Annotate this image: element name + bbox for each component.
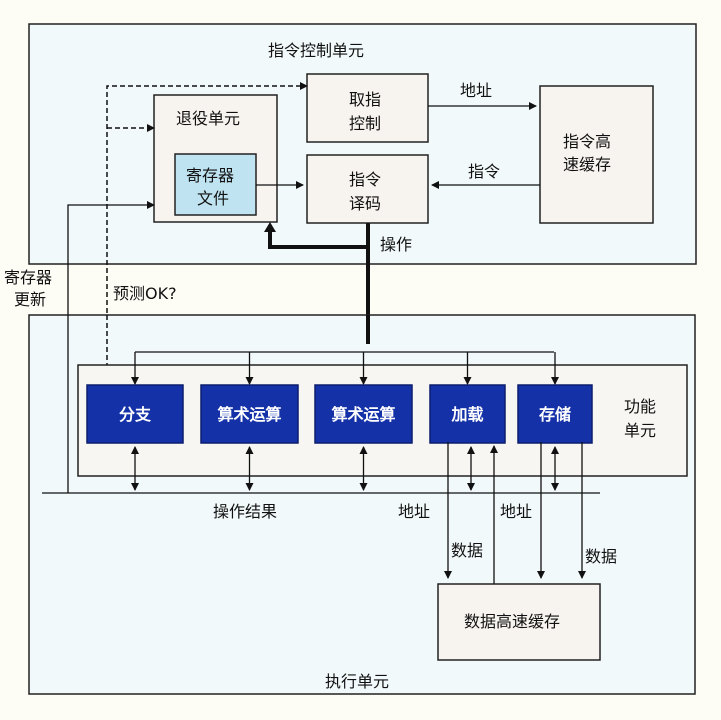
prediction-ok-label: 预测OK?	[113, 284, 177, 303]
execution-unit-title: 执行单元	[325, 672, 389, 691]
functional-unit-arithmetic-2	[314, 384, 413, 444]
functional-units-label-line1: 功能	[624, 397, 656, 416]
load-address-label: 地址	[398, 502, 430, 521]
operations-label: 操作	[380, 235, 412, 254]
instruction-cache-label-line1: 指令高	[563, 132, 611, 151]
functional-unit-label-branch: 分支	[119, 405, 152, 424]
functional-units-label-line2: 单元	[624, 421, 656, 440]
store-data-label: 数据	[585, 547, 617, 566]
functional-unit-label-arithmetic-2: 算术运算	[331, 405, 395, 424]
fetch-control-label-line2: 控制	[349, 114, 381, 133]
prediction-fetch-arrowhead	[300, 82, 308, 90]
instruction-cache-label-line2: 速缓存	[563, 155, 611, 174]
prediction-retirement-arrowhead	[147, 124, 155, 132]
fetch-control-label-line1: 取指	[349, 90, 381, 109]
operations-to-retirement-line	[268, 230, 368, 249]
instructions-label: 指令	[468, 162, 500, 181]
prediction-dashed-line-to-fetch	[106, 85, 303, 385]
functional-unit-label-load: 加载	[450, 405, 483, 424]
functional-unit-load	[429, 384, 506, 444]
register-update-arrowhead	[147, 201, 155, 209]
functional-unit-label-store: 存储	[539, 405, 571, 424]
load-data-label: 数据	[451, 541, 483, 560]
functional-unit-label-arithmetic-1: 算术运算	[217, 405, 281, 424]
register-update-label-line2: 更新	[14, 290, 46, 309]
functional-unit-branch	[86, 384, 184, 444]
instruction-decode-label-line2: 译码	[349, 194, 381, 213]
retirement-unit-label: 退役单元	[176, 109, 240, 128]
data-cache-label: 数据高速缓存	[464, 612, 560, 631]
register-file-label-line2: 文件	[197, 189, 229, 208]
functional-unit-arithmetic-1	[200, 384, 299, 444]
register-file-label-line1: 寄存器	[186, 166, 234, 185]
fetch-control-box	[306, 73, 429, 143]
instruction-control-unit-title: 指令控制单元	[268, 41, 364, 60]
instruction-cache-box	[539, 85, 654, 224]
functional-units-group: 分支 算术运算 算术运算 加载 存储	[86, 352, 593, 491]
retirement-arrowhead	[264, 222, 276, 232]
address-label: 地址	[460, 81, 492, 100]
register-file-box	[174, 153, 257, 216]
store-address-label: 地址	[500, 502, 532, 521]
functional-unit-store	[517, 384, 593, 444]
operation-results-label: 操作结果	[213, 502, 277, 521]
data-cache-box	[437, 583, 601, 661]
register-update-label-line1: 寄存器	[4, 268, 52, 287]
instruction-decode-label-line1: 指令	[349, 170, 381, 189]
